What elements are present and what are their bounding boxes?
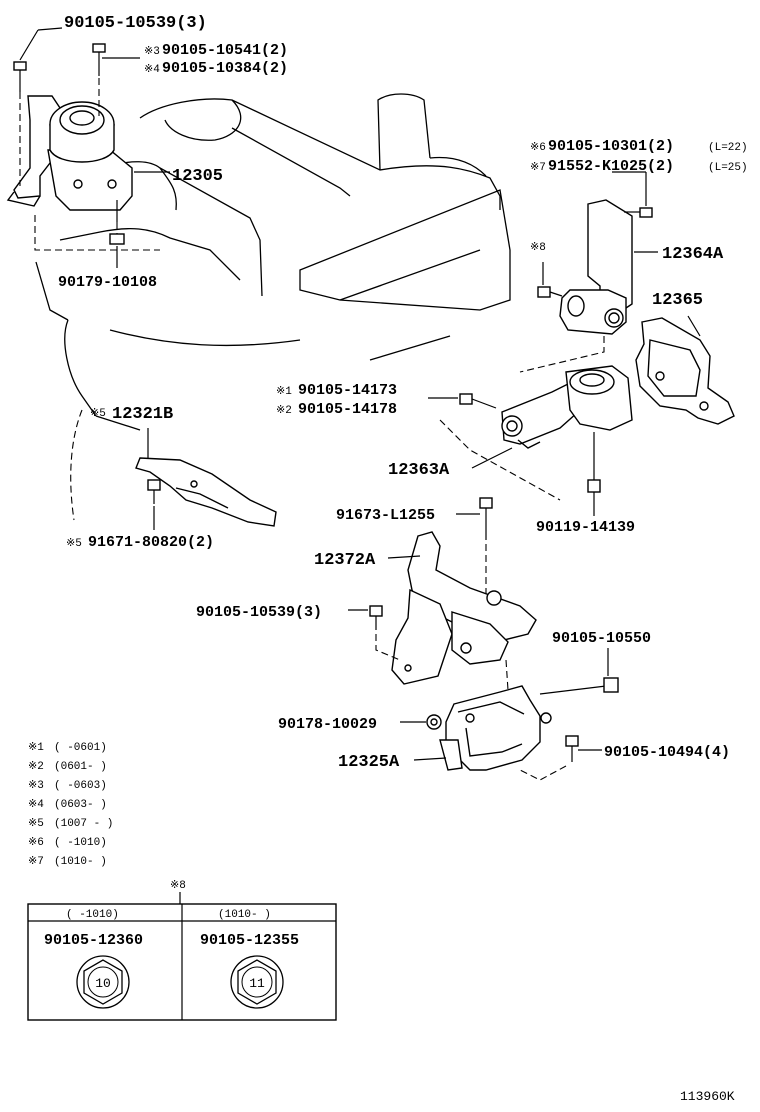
mark-s3: ※3 — [144, 46, 160, 58]
note-mark: ※2 — [28, 761, 44, 773]
note-mark: ※1 — [28, 742, 44, 754]
mount-12325a — [439, 685, 552, 771]
torque-rod-12363a — [501, 365, 633, 449]
note-range: ( -0603) — [54, 780, 107, 792]
hex-nut-11-icon: 11 — [230, 955, 284, 1009]
leader-12325a — [413, 757, 447, 761]
note-range: (0603- ) — [54, 799, 107, 811]
mark-s8: ※8 — [530, 242, 546, 254]
hex-size-left: 10 — [95, 976, 111, 991]
mark-s6: ※6 — [530, 142, 546, 154]
table-header-right: (1010- ) — [218, 909, 271, 921]
note-range: ( -0601) — [54, 742, 107, 754]
bolt-10550 — [539, 648, 619, 695]
label-bolt-s7: 91552-K1025(2) — [548, 158, 674, 175]
note-mark: ※3 — [28, 780, 44, 792]
dash-12321b — [70, 409, 83, 521]
bolt-top-left — [13, 61, 27, 186]
cover-12365 — [635, 317, 735, 425]
label-12365: 12365 — [652, 291, 703, 310]
note-bolt-s6: (L=22) — [708, 142, 748, 154]
label-bolt-s6: 90105-10301(2) — [548, 138, 674, 155]
leader-12372a — [387, 555, 421, 559]
dash-12305-link — [34, 215, 160, 251]
label-91673: 91673-L1255 — [336, 507, 435, 524]
bolt-s6-s7 — [612, 171, 653, 218]
bolt-s1-s2 — [428, 393, 497, 409]
mark-s7: ※7 — [530, 162, 546, 174]
label-top-left-bolt: 90105-10539(3) — [64, 14, 207, 33]
label-bolt-s3: 90105-10541(2) — [162, 42, 288, 59]
label-10550: 90105-10550 — [552, 630, 651, 647]
label-12372a: 12372A — [314, 551, 376, 570]
note-mark: ※4 — [28, 799, 44, 811]
stud-bottom-12305 — [109, 200, 125, 245]
leader-12363a — [471, 447, 513, 469]
label-bolt-s2: 90105-14178 — [298, 401, 397, 418]
bracket-12364a — [559, 199, 633, 335]
label-bolt-s4: 90105-10384(2) — [162, 60, 288, 77]
bolt-s3-s4 — [92, 43, 106, 116]
table-part-right: 90105-12355 — [200, 932, 299, 949]
dash-engine-to-rod — [439, 419, 561, 501]
engine-mount-12305 — [6, 95, 133, 211]
bolt-91673 — [479, 497, 493, 594]
nut-variant-table: ※8 ( -1010) (1010- ) 90105-12360 90105-1… — [27, 880, 337, 1021]
label-10494: 90105-10494(4) — [604, 744, 730, 761]
leader-12365 — [687, 315, 701, 337]
label-90178: 90178-10029 — [278, 716, 377, 733]
dash-12372a-12325a — [505, 659, 509, 691]
label-90179: 90179-10108 — [58, 274, 157, 291]
label-bolt-s1: 90105-14173 — [298, 382, 397, 399]
note-mark: ※6 — [28, 837, 44, 849]
label-12325a: 12325A — [338, 753, 400, 772]
note-bolt-s7: (L=25) — [708, 162, 748, 174]
note-mark: ※5 — [28, 818, 44, 830]
bolt-s8 — [537, 262, 563, 298]
mark-s4: ※4 — [144, 64, 160, 76]
mark-s5a: ※5 — [90, 408, 106, 420]
mark-s2: ※2 — [276, 405, 292, 417]
label-12305: 12305 — [172, 167, 223, 186]
nut-90178 — [400, 714, 442, 730]
note-range: (1007 - ) — [54, 818, 113, 830]
applicability-notes: ※1 ( -0601) ※2 (0601- ) ※3 ( -0603) ※4 (… — [28, 742, 113, 868]
figure-id: 113960K — [680, 1089, 735, 1104]
mark-s5b: ※5 — [66, 538, 82, 550]
table-header-left: ( -1010) — [66, 909, 119, 921]
note-range: ( -1010) — [54, 837, 107, 849]
label-12321b: 12321B — [112, 405, 173, 424]
note-range: (0601- ) — [54, 761, 107, 773]
hex-nut-10-icon: 10 — [76, 955, 130, 1009]
label-mid-left-bolt: 90105-10539(3) — [196, 604, 322, 621]
table-part-left: 90105-12360 — [44, 932, 143, 949]
table-mark: ※8 — [170, 880, 186, 892]
bolt-10494 — [519, 735, 602, 781]
label-91671: 91671-80820(2) — [88, 534, 214, 551]
note-mark: ※7 — [28, 856, 44, 868]
bolt-mid-left — [369, 605, 401, 661]
mark-s1: ※1 — [276, 386, 292, 398]
dash-12364a-link — [519, 336, 605, 373]
bracket-12372a — [391, 531, 537, 685]
label-90119: 90119-14139 — [536, 519, 635, 536]
label-12364a: 12364A — [662, 245, 724, 264]
label-12363a: 12363A — [388, 461, 450, 480]
leader-top-left-bolt — [19, 29, 39, 61]
hex-size-right: 11 — [249, 976, 265, 991]
bolt-91671 — [147, 479, 161, 530]
bolt-90119 — [587, 432, 601, 516]
note-range: (1010- ) — [54, 856, 107, 868]
bracket-12321b — [135, 457, 277, 527]
